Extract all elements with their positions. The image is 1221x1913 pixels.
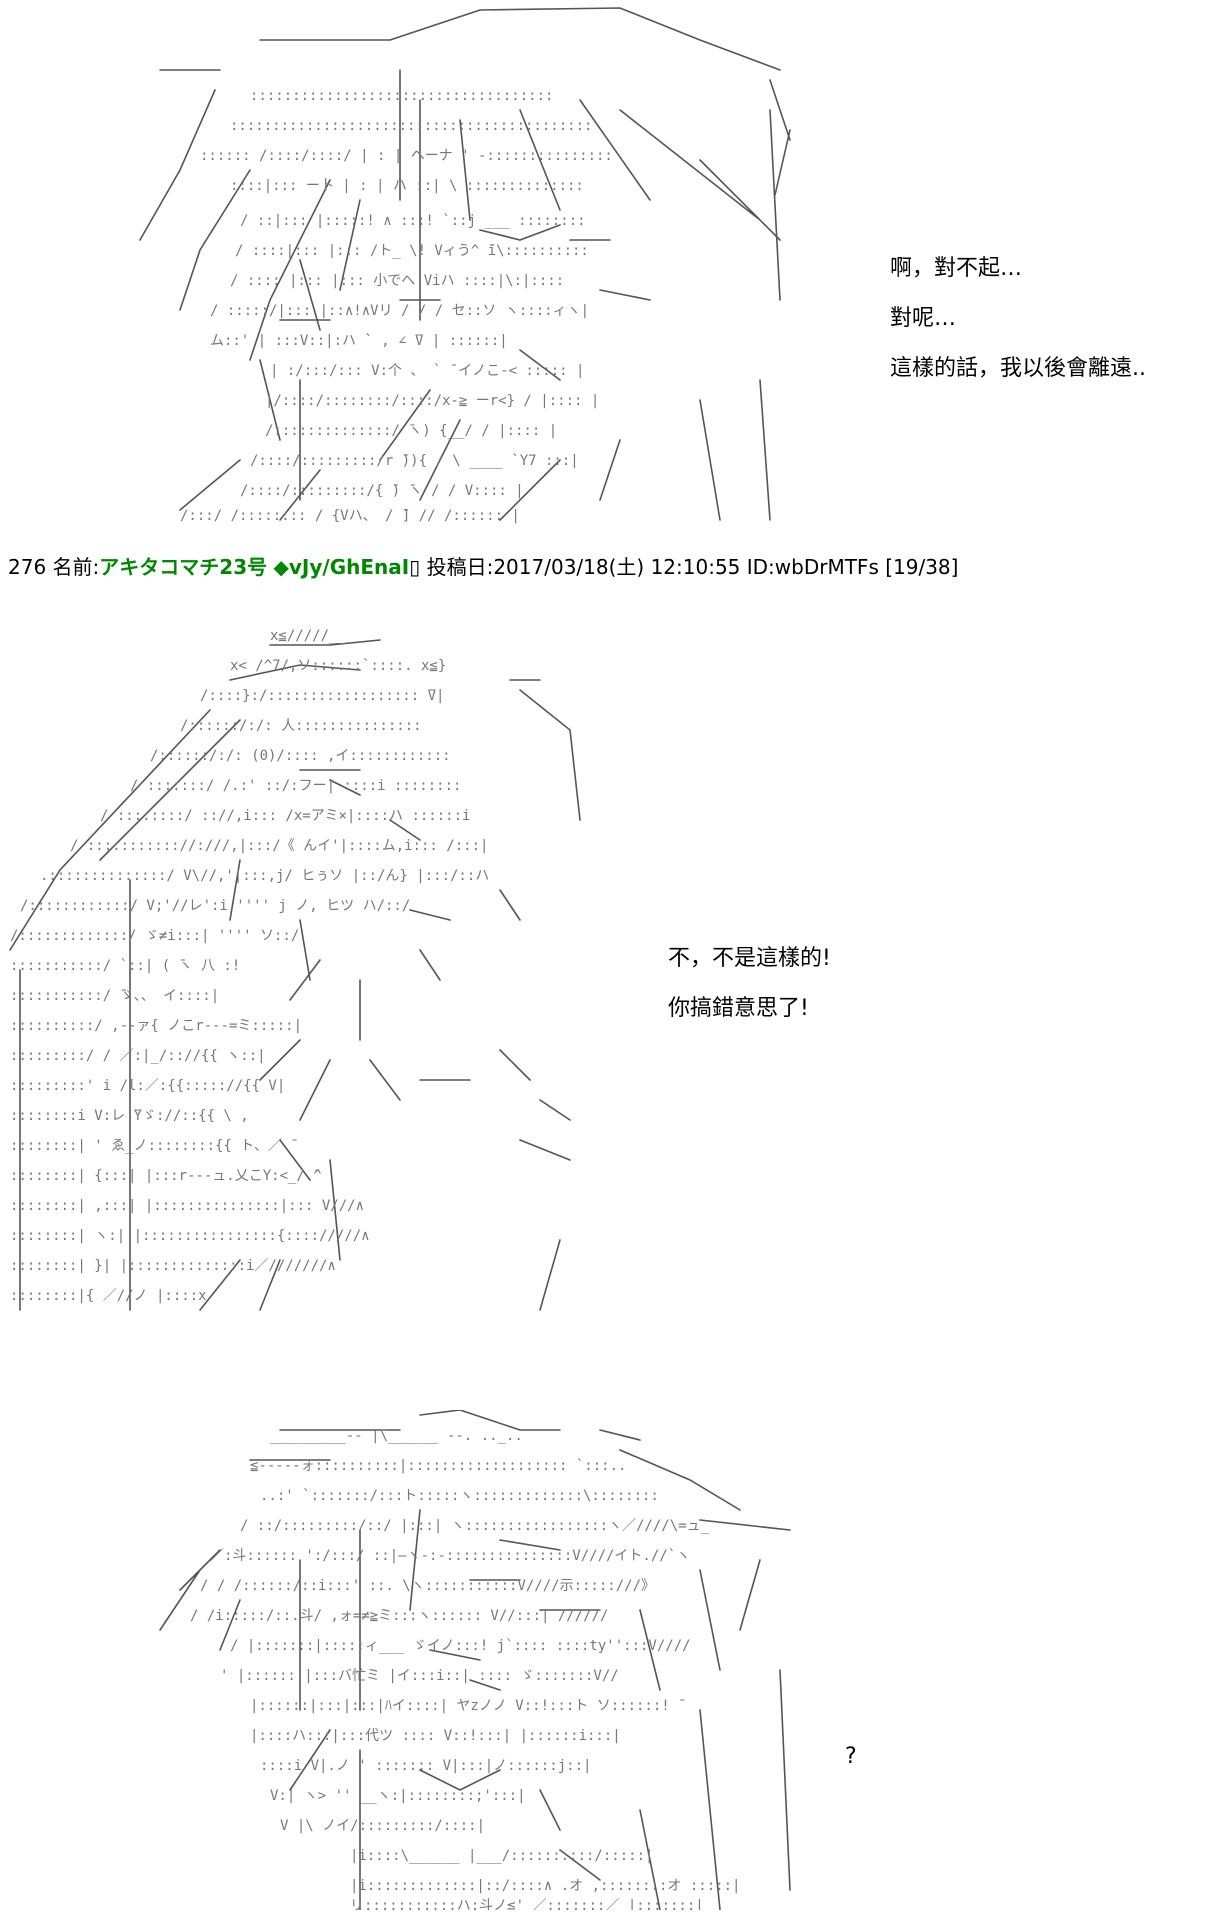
svg-text:::::::::| ,:::| |:: ::::::::| ,:::| |:::::::::::::::|::: V//…: [10, 1198, 364, 1214]
character-art-2: x≦/////__ x< /^7/,ソ::::::`::::. x≦} /:::…: [9, 628, 581, 1311]
ascii-art-panel-2: x≦/////__ x< /^7/,ソ::::::`::::. x≦} /:::…: [0, 620, 1221, 1320]
svg-text:::::::::i V:レ ̄Yゞ:: ::::::::i V:レ ̄Yゞ://::{{ \ ,: [10, 1108, 249, 1124]
svg-text:|/::::/::::::::/::::/x-≧ ーr<}: |/::::/::::::::/::::/x-≧ ーr<} / |:::: |: [265, 393, 599, 409]
dialogue-3-question: ?: [845, 1744, 857, 1769]
svg-text::::::::::::/ `::|: :::::::::::/ `::| ( ̄ヽ 八 :!: [10, 958, 240, 974]
svg-text:x< /^7/,ソ::::::`::::. x≦}: x< /^7/,ソ::::::`::::. x≦}: [230, 658, 446, 674]
svg-text:|::::::|:::|:::|ﾊイ::::|: |::::::|:::|:::|ﾊイ::::| ヤzノノ V::!:::ト ソ:…: [250, 1698, 685, 1714]
svg-text:/::::::::::::::/ ̄ヽ) {__/ /: /::::::::::::::/ ̄ヽ) {__/ / |:::: |: [265, 423, 557, 439]
svg-text:x≦/////__: x≦/////__: [270, 628, 346, 644]
svg-text:::::::::::::::::::::::::::::::: ::::::::::::::::::::::::::::::::::::: [250, 88, 553, 104]
post-date: 2017/03/18(土) 12:10:55: [493, 555, 741, 579]
svg-text:::::::::| ' ゑ_ノ:::: ::::::::| ' ゑ_ノ::::::::{{ ト、／ ̄: [10, 1138, 297, 1154]
poster-name[interactable]: アキタコマチ23号: [99, 555, 268, 579]
svg-text:.::::::::::::::/ V\//,'|:::,j/: .::::::::::::::/ V\//,'|:::,j/ ヒぅソ |::/ん…: [40, 868, 489, 884]
post-number: 276: [8, 555, 47, 579]
svg-text:/::::/:::::::::/r ̄)){ / \: /::::/:::::::::/r ̄)){ / \ ____ `Y7 :::|: [250, 453, 579, 469]
svg-text::::::::::::/ ̄ゞ、、: :::::::::::/ ̄ゞ、、 イ::::|: [10, 988, 219, 1004]
svg-text:V |\ ノイ/::: V |\ ノイ/:::::::::/::::|: [280, 1818, 485, 1834]
trip-box: ▯: [409, 555, 421, 579]
svg-text:/ :::::::/ /.:' ::/:フー| ::::i: / :::::::/ /.:' ::/:フー| ::::i ::::::::: [130, 778, 461, 794]
svg-text:/ ::::::::::://:///,|:::/《 んイ': / ::::::::::://:///,|:::/《 んイ'|::::ム,i::…: [70, 838, 488, 854]
svg-text:::::::::| ヽ:| |::: ::::::::| ヽ:| |::::::::::::::::{::::////…: [10, 1228, 370, 1244]
svg-text:|i::::\______ |___/:: |i::::\______ |___/::::::::::/:::::|: [350, 1848, 653, 1864]
svg-text:≦-----ォ::::::::::|::::::::::::: ≦-----ォ::::::::::|::::::::::::::::::: `:…: [250, 1458, 626, 1474]
date-label: 投稿日:: [426, 555, 494, 579]
ascii-art-panel-3: _________-- |̄\______ --. .._.. ≦-----ォ:…: [0, 1410, 1221, 1910]
svg-text:|i:::::::::::::|::/::::∧ .: |i:::::::::::::|::/::::∧ .オ ,::::::::オ :…: [350, 1878, 740, 1894]
svg-text:/ :::: |::: |::: 小でへ Viハ: / :::: |::: |::: 小でへ Viハ ::::|\:|::::: [230, 273, 564, 289]
dialogue-2-line-2: 你搞錯意思了!: [668, 996, 809, 1021]
svg-text:..:' `:::::::/:::ト:::::ヽ:::::: ..:' `:::::::/:::ト:::::ヽ:::::::::::::\::…: [260, 1488, 659, 1504]
svg-text:| :/:::/::: V:个 、 ` ̄ イノ: | :/:::/::: V:个 、 ` ̄ イノこ-< ::::: |: [270, 363, 584, 379]
svg-text:::::::::::::::::::::::::::::::: ::::::::::::::::::::::::::::::::::::::::…: [230, 118, 592, 134]
poster-trip: ◆vJy/GhEnaI: [273, 555, 410, 579]
svg-text:/ /i:::::/::.斗/ ,ォ=≠≧ミ::: / /i:::::/::.斗/ ,ォ=≠≧ミ:::ヽ:::::: V//:::|…: [190, 1608, 608, 1624]
ascii-art-panel-1: :::::::::::::::::::::::::::::::::::: :::…: [0, 0, 1221, 530]
svg-text:/ / /::::::/::i:::' ::.: / / /::::::/::i:::' ::. \ヽ:::::::::::V//…: [200, 1578, 655, 1594]
svg-text:::::::::::/ ,--ァ{: ::::::::::/ ,--ァ{ ノこr---=ミ:::::|: [10, 1018, 302, 1034]
svg-text::::::::::' i /l:／:{: :::::::::' i /l:／:{{::::://{{ V|: [10, 1078, 285, 1094]
svg-text:/ ::::::::/ :://,i::: /x=アミ×|:: / ::::::::/ :://,i::: /x=アミ×|::::ハ :::::…: [100, 808, 470, 824]
character-art-3: _________-- |̄\______ --. .._.. ≦-----ォ:…: [159, 1410, 791, 1910]
svg-text::::::::::/ / ／:|_/:: :::::::::/ / ／:|_/:://{{ ヽ::|: [10, 1048, 266, 1064]
svg-text:リ:::::::::::ハ:斗ノ≦' ／:::::::／: リ:::::::::::ハ:斗ノ≦' ／:::::::／ |:::::::|: [350, 1898, 704, 1910]
dialogue-1-line-3: 這樣的話，我以後會離遠..: [890, 356, 1146, 381]
svg-text:::::::::| }| |::: ::::::::| }| |::::::::::::::i／///////∧: [10, 1258, 336, 1274]
svg-text:/::::::/:/: (0)/:::: ,イ:::::::: /::::::/:/: (0)/:::: ,イ::::::::::::: [150, 748, 451, 764]
svg-text:_________-- |̄\______ --. .._.: _________-- |̄\______ --. .._..: [270, 1428, 523, 1444]
svg-text:/ ::|::: |:::::! ∧ :::! `::j: / ::|::: |:::::! ∧ :::! `::j ___ :::::::…: [240, 213, 586, 229]
dialogue-1-line-1: 啊，對不起…: [890, 256, 1023, 281]
post-id: ID:wbDrMTFs: [746, 555, 879, 579]
svg-text:/ ::/:::::::::/::/ |:::| ヽ::::: / ::/:::::::::/::/ |:::| ヽ::::::::::::::…: [240, 1518, 710, 1534]
dialogue-2-line-1: 不，不是這樣的!: [668, 946, 831, 971]
svg-text:::::|::: ー卜 | : | ハ ::| \ :: ::::|::: ー卜 | : | ハ ::| \ ::::::::::::::: [230, 178, 584, 194]
svg-text:/::::::::::::/ V;'//レ':i: /::::::::::::/ V;'//レ':i '''' j ノ, ヒツ ハ/…: [20, 898, 410, 914]
svg-text:／:斗:::::: ':/:::/ ::|―ヽ-:-:: ／:斗:::::: ':/:::/ ::|―ヽ-:-::::::::::::::…: [210, 1548, 690, 1564]
svg-text:/ :::::/|::: |::∧!∧Vリ / / / セ:: / :::::/|::: |::∧!∧Vリ / / / セ::ソ ヽ::::ィヽ…: [210, 303, 589, 319]
dialogue-1-line-2: 對呢…: [890, 306, 957, 331]
svg-text:/ |:::::::|:::::ィ___ ゞイノ::: / |:::::::|:::::ィ___ ゞイノ:::! j`:::: ::::…: [230, 1638, 691, 1654]
character-art-1: :::::::::::::::::::::::::::::::::::: :::…: [139, 7, 791, 524]
svg-text:/:::/ /:::::::: / {Vハ、 / ̄]: /:::/ /:::::::: / {Vハ、 / ̄] // /:::::: |: [180, 508, 520, 524]
svg-text:::::::::|{ ／//ノ |:::: ::::::::|{ ／//ノ |::::x ::::::: 八 ／//// ,…: [10, 1288, 207, 1304]
name-label: 名前:: [52, 555, 100, 579]
svg-text:::::i V|.ノ ' ::: ::::i V|.ノ ' ::::::: V|:::|ノ::::::j::|: [260, 1758, 591, 1774]
svg-text:::::::::| {:::| |:: ::::::::| {:::| |:::r---ュ.乂こY:<_/ ̄^: [10, 1168, 322, 1184]
svg-text:/::::}:/:::::::::::::::::: ̄V|: /::::}:/:::::::::::::::::: ̄V|: [200, 688, 444, 704]
svg-text:|::::ハ:::|:::代ツ ::::: |::::ハ:::|:::代ツ :::: V::!:::| |::::::i::…: [250, 1728, 621, 1744]
svg-text::::::: /::::/::::/ | : | ヘーナ ': :::::: /::::/::::/ | : | ヘーナ ' -::::::::…: [200, 148, 613, 164]
svg-text:/ ::::|::: |::: /ト_ \! Vィう^ ̄: / ::::|::: |::: /ト_ \! Vィう^ ̄i\:::::::::…: [235, 243, 589, 259]
svg-text:V:| ヽ> '': V:| ヽ> '' __ヽ:|::::::::;':::|: [270, 1788, 526, 1804]
post-header: 276 名前:アキタコマチ23号 ◆vJy/GhEnaI▯ 投稿日:2017/0…: [8, 551, 958, 580]
svg-text:ム::' | :::V::|:ハ ` ,: ム::' | :::V::|:ハ ` , ∠ ̄V | ::::::|: [210, 333, 508, 349]
svg-text:' |:::::::|:::バ忙ミ |イ:::: ' |:::::::|:::バ忙ミ |イ:::i::| :::: ゞ::::::…: [220, 1668, 619, 1684]
svg-text:/::::::/:/: 人:::::::::::::::: /::::::/:/: 人:::::::::::::::: [180, 718, 422, 734]
svg-text:/::::/:::::::::/{ ̄) ̄ヽ /: /::::/:::::::::/{ ̄) ̄ヽ / / V:::: |: [240, 483, 524, 499]
post-count: [19/38]: [885, 555, 959, 579]
svg-text:/:::::::::::::/ ゞ≠i:::|: /:::::::::::::/ ゞ≠i:::| '''' ソ::/: [10, 928, 299, 944]
